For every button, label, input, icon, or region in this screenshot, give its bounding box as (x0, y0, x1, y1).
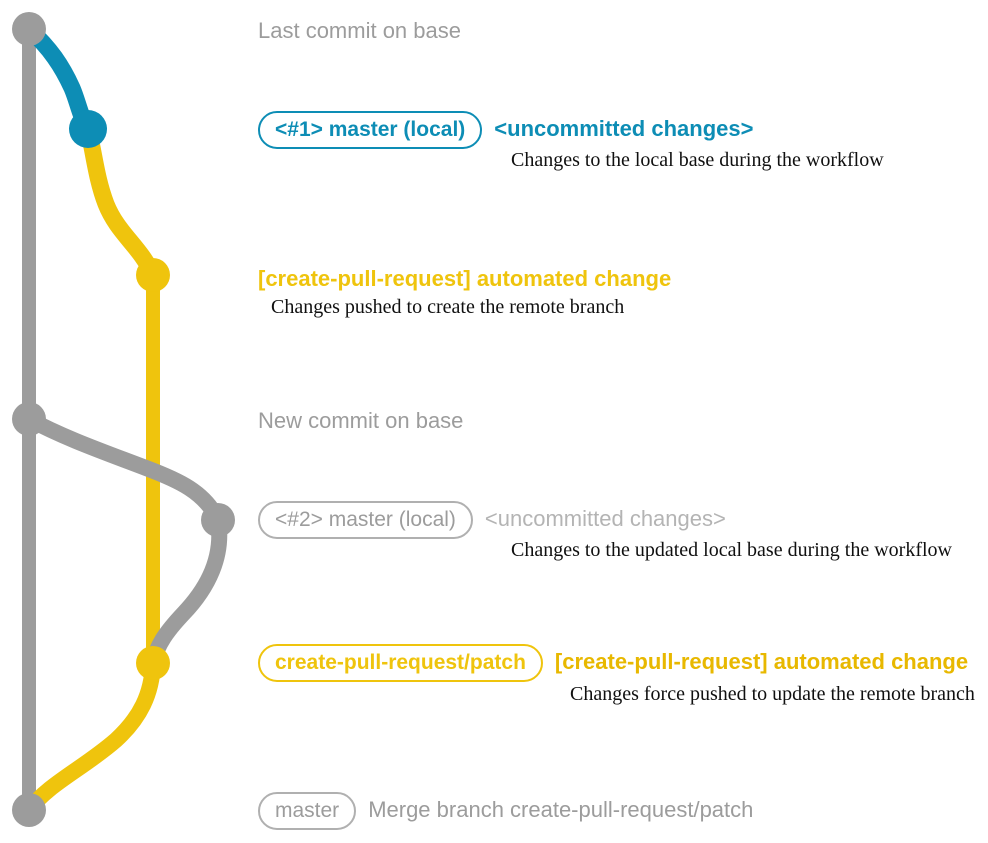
commit-message-automated-change-update: [create-pull-request] automated change (554, 649, 969, 674)
edge-base-to-local1 (20, 20, 97, 138)
row-automated-change-create: [create-pull-request] automated change (258, 262, 671, 296)
edge-local2-to-patchupdate (145, 512, 228, 671)
branch-badge-master[interactable]: master (258, 792, 357, 830)
row-merge-commit: master Merge branch create-pull-request/… (258, 792, 753, 830)
branch-badge-local-master-1[interactable]: <#1> master (local) (258, 111, 483, 149)
row-local-master-1: <#1> master (local) <uncommitted changes… (258, 111, 753, 149)
description-automated-change-create: Changes pushed to create the remote bran… (271, 296, 625, 318)
edge-patchupdate-to-merge (21, 655, 161, 818)
commit-message-new-commit-on-base: New commit on base (258, 408, 464, 433)
row-new-commit-on-base: New commit on base (258, 404, 463, 438)
commit-node-base-new[interactable] (12, 402, 46, 436)
commit-node-patch-update[interactable] (136, 646, 170, 680)
description-automated-change-update: Changes force pushed to update the remot… (570, 683, 975, 705)
branch-badge-create-pull-request-patch[interactable]: create-pull-request/patch (258, 644, 543, 682)
row-automated-change-update: create-pull-request/patch [create-pull-r… (258, 644, 968, 682)
commit-node-local-1[interactable] (69, 110, 107, 148)
commit-message-uncommitted-changes-2: <uncommitted changes> (484, 506, 726, 531)
branch-badge-local-master-2[interactable]: <#2> master (local) (258, 501, 473, 539)
commit-node-base-merge[interactable] (12, 793, 46, 827)
commit-message-merge-branch: Merge branch create-pull-request/patch (368, 797, 754, 822)
commit-node-local-2[interactable] (201, 503, 235, 537)
edge-local1-to-patch (79, 120, 162, 284)
edge-basenew-to-local2 (21, 411, 226, 528)
commit-node-patch-create[interactable] (136, 258, 170, 292)
description-local-master-1: Changes to the local base during the wor… (511, 149, 884, 171)
description-local-master-2: Changes to the updated local base during… (511, 539, 952, 561)
commit-message-uncommitted-changes-1: <uncommitted changes> (494, 116, 754, 141)
row-last-commit-on-base: Last commit on base (258, 14, 461, 48)
row-local-master-2: <#2> master (local) <uncommitted changes… (258, 501, 726, 539)
commit-message-automated-change-create: [create-pull-request] automated change (258, 266, 672, 291)
commit-message-last-commit-on-base: Last commit on base (258, 18, 461, 43)
commit-node-base-last[interactable] (12, 12, 46, 46)
